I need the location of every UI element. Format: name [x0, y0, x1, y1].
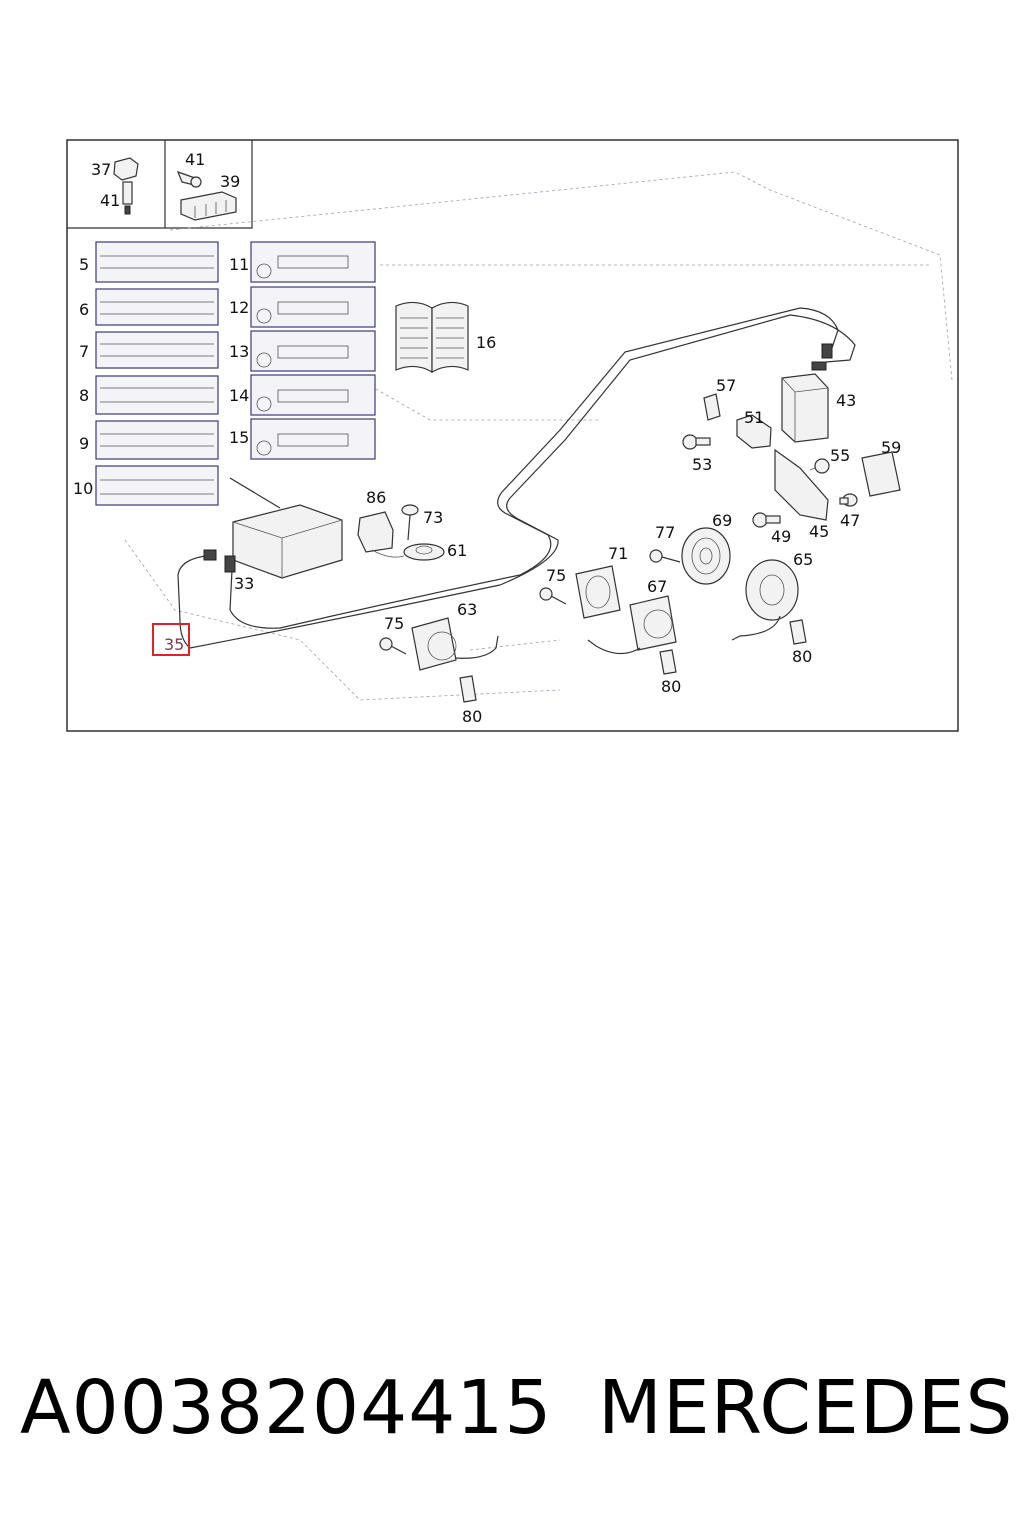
parts-diagram: 37 41 41 39 5 6 7 8 9 10 11 12 13 14 15 …: [66, 139, 959, 732]
callout-71: 71: [608, 544, 628, 563]
callout-39: 39: [220, 172, 240, 191]
callout-45: 45: [809, 522, 829, 541]
callout-63: 63: [457, 600, 477, 619]
radio-faceplates-left: [95, 241, 219, 506]
callout-73: 73: [423, 508, 443, 527]
screw-77: [649, 549, 681, 563]
antenna-cable-harness: [177, 307, 856, 649]
callout-8: 8: [79, 386, 89, 405]
callout-43: 43: [836, 391, 856, 410]
terminal-block-39: [180, 191, 237, 221]
clip-80-c: [789, 619, 807, 645]
speaker-61: [371, 543, 445, 561]
highlight-box-35: [152, 623, 190, 656]
speaker-63: [411, 617, 499, 671]
callout-13: 13: [229, 342, 249, 361]
callout-37: 37: [91, 160, 111, 179]
manual-16: [395, 301, 469, 374]
screw-47: [839, 493, 858, 507]
callout-77: 77: [655, 523, 675, 542]
clip-80-b: [659, 649, 677, 675]
callout-61: 61: [447, 541, 467, 560]
radio-faceplates-right: [250, 241, 376, 460]
callout-33: 33: [234, 574, 254, 593]
callout-14: 14: [229, 386, 249, 405]
callout-51: 51: [744, 408, 764, 427]
vehicle-outline: [124, 171, 953, 701]
callout-11: 11: [229, 255, 249, 274]
bolt-53: [682, 434, 711, 450]
callout-12: 12: [229, 298, 249, 317]
callout-35: 35: [164, 635, 184, 654]
bracket-45: [774, 448, 829, 521]
callout-65: 65: [793, 550, 813, 569]
connector-37: [113, 157, 139, 215]
bolt-49: [752, 512, 781, 528]
filter-59: [861, 451, 901, 497]
callout-15: 15: [229, 428, 249, 447]
screw-75-lower: [379, 637, 407, 655]
diagram-frame: [66, 139, 959, 732]
callout-41-right: 41: [185, 150, 205, 169]
callout-55: 55: [830, 446, 850, 465]
callout-57: 57: [716, 376, 736, 395]
inset-box-left: [67, 140, 166, 229]
callout-16: 16: [476, 333, 496, 352]
screw-55: [809, 458, 830, 474]
callout-5: 5: [79, 255, 89, 274]
footer: A0038204415 MERCEDES: [0, 1365, 1024, 1475]
callout-80-a: 80: [462, 707, 482, 726]
callout-9: 9: [79, 434, 89, 453]
callout-80-c: 80: [792, 647, 812, 666]
connector-86: [357, 511, 394, 553]
callout-80-b: 80: [661, 677, 681, 696]
plug-41: [176, 170, 202, 188]
part-number: A0038204415: [20, 1365, 553, 1451]
bracket-51: [736, 414, 772, 449]
screw-75-upper: [539, 587, 567, 605]
grille-69: [681, 527, 731, 585]
screw-73: [401, 504, 419, 541]
callout-75-upper: 75: [546, 566, 566, 585]
callout-10: 10: [73, 479, 93, 498]
bracket-57: [703, 393, 721, 421]
callout-6: 6: [79, 300, 89, 319]
callout-67: 67: [647, 577, 667, 596]
brand-name: MERCEDES: [598, 1365, 1014, 1451]
callout-53: 53: [692, 455, 712, 474]
callout-59: 59: [881, 438, 901, 457]
speaker-67: [587, 595, 677, 655]
callout-41-left: 41: [100, 191, 120, 210]
radio-housing: [229, 477, 343, 579]
speaker-frame-71: [575, 565, 621, 619]
inset-box-right: [165, 140, 253, 229]
callout-75-lower: 75: [384, 614, 404, 633]
speaker-65: [731, 559, 799, 641]
callout-49: 49: [771, 527, 791, 546]
clip-80-a: [459, 675, 477, 703]
callout-69: 69: [712, 511, 732, 530]
callout-47: 47: [840, 511, 860, 530]
callout-7: 7: [79, 342, 89, 361]
callout-86: 86: [366, 488, 386, 507]
amplifier-43: [781, 373, 829, 443]
